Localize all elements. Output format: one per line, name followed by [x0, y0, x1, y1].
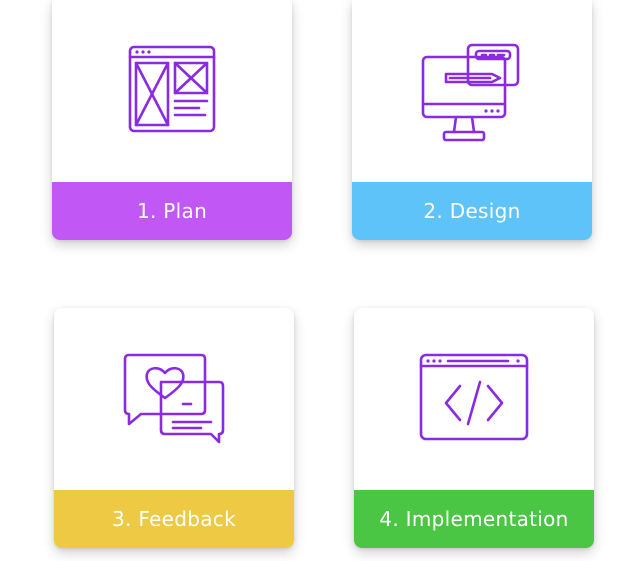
monitor-design-icon	[352, 42, 592, 146]
code-window-icon	[354, 352, 594, 442]
card-implementation[interactable]: 4. Implementation	[354, 308, 594, 548]
card-label: 1. Plan	[52, 182, 292, 240]
card-design[interactable]: 2. Design	[352, 0, 592, 240]
card-label: 3. Feedback	[54, 490, 294, 548]
wireframe-icon	[52, 44, 292, 134]
card-plan[interactable]: 1. Plan	[52, 0, 292, 240]
card-label: 2. Design	[352, 182, 592, 240]
chat-heart-icon	[54, 352, 294, 444]
card-label: 4. Implementation	[354, 490, 594, 548]
card-feedback[interactable]: 3. Feedback	[54, 308, 294, 548]
